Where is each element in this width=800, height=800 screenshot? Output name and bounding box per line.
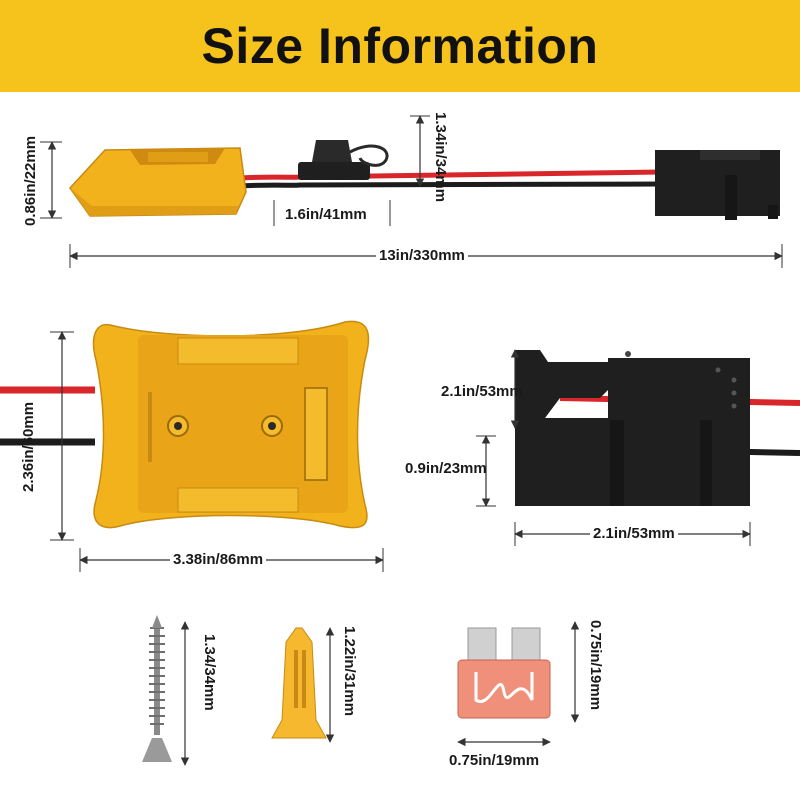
screw (142, 615, 172, 762)
page-title: Size Information (201, 18, 599, 74)
title-banner (0, 0, 800, 92)
fuse-height-label: 0.75in/19mm (587, 620, 604, 711)
fuse-holder-height-label: 1.34in/34mm (432, 112, 449, 203)
terminal-housing-side (655, 150, 780, 220)
adapter-height-label: 0.86in/22mm (22, 135, 39, 226)
terminal-housing-front (515, 350, 800, 506)
total-length-label: 13in/330mm (376, 247, 468, 265)
wall-anchor (271, 627, 327, 739)
fuse-holder-length-label: 1.6in/41mm (282, 206, 370, 224)
battery-adapter-top (0, 320, 370, 529)
blade-fuse (457, 627, 551, 719)
anchor-length-label: 1.22in/31mm (341, 626, 358, 717)
terminal-top-height-label: 2.1in/53mm (441, 383, 523, 400)
cable-assembly (69, 140, 780, 220)
fuse-width-label: 0.75in/19mm (446, 752, 543, 770)
inline-fuse-holder (298, 140, 389, 180)
battery-adapter-side (69, 147, 247, 217)
screw-length-label: 1.34/34mm (201, 634, 218, 711)
black-wire (239, 181, 661, 189)
adapter-width-label: 3.38in/86mm (170, 551, 267, 569)
terminal-base-height-label: 0.9in/23mm (405, 460, 487, 477)
adapter-length-label: 2.36in/60mm (20, 401, 37, 492)
terminal-width-label: 2.1in/53mm (590, 525, 678, 543)
